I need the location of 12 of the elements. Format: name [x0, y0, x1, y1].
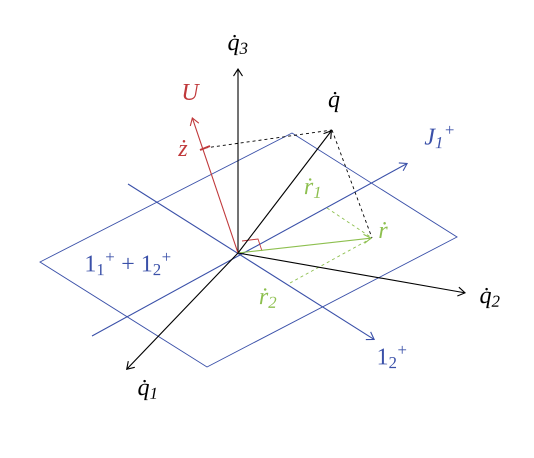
vector-label: ṙ$_{2}$	[260, 288, 276, 308]
vector-label: ṙ$_{1}$	[304, 178, 320, 198]
vector-label: U	[184, 84, 200, 100]
vector-label: q̇$_{2}$	[480, 288, 500, 308]
plane-label: 1$_{1}$$^{+}$ + 1$_{2}$+	[86, 252, 170, 276]
plane-label: 1$_{2}$+	[378, 346, 406, 368]
vector-label: ż	[178, 140, 188, 156]
vector-label: q̇$_{1}$	[138, 380, 156, 400]
vector-label: J$_{1}$+	[424, 126, 454, 148]
vector-label: q̇$_{3}$	[228, 34, 248, 56]
vector-label: q̇	[328, 92, 340, 112]
vector-label: ṙ	[379, 222, 388, 238]
